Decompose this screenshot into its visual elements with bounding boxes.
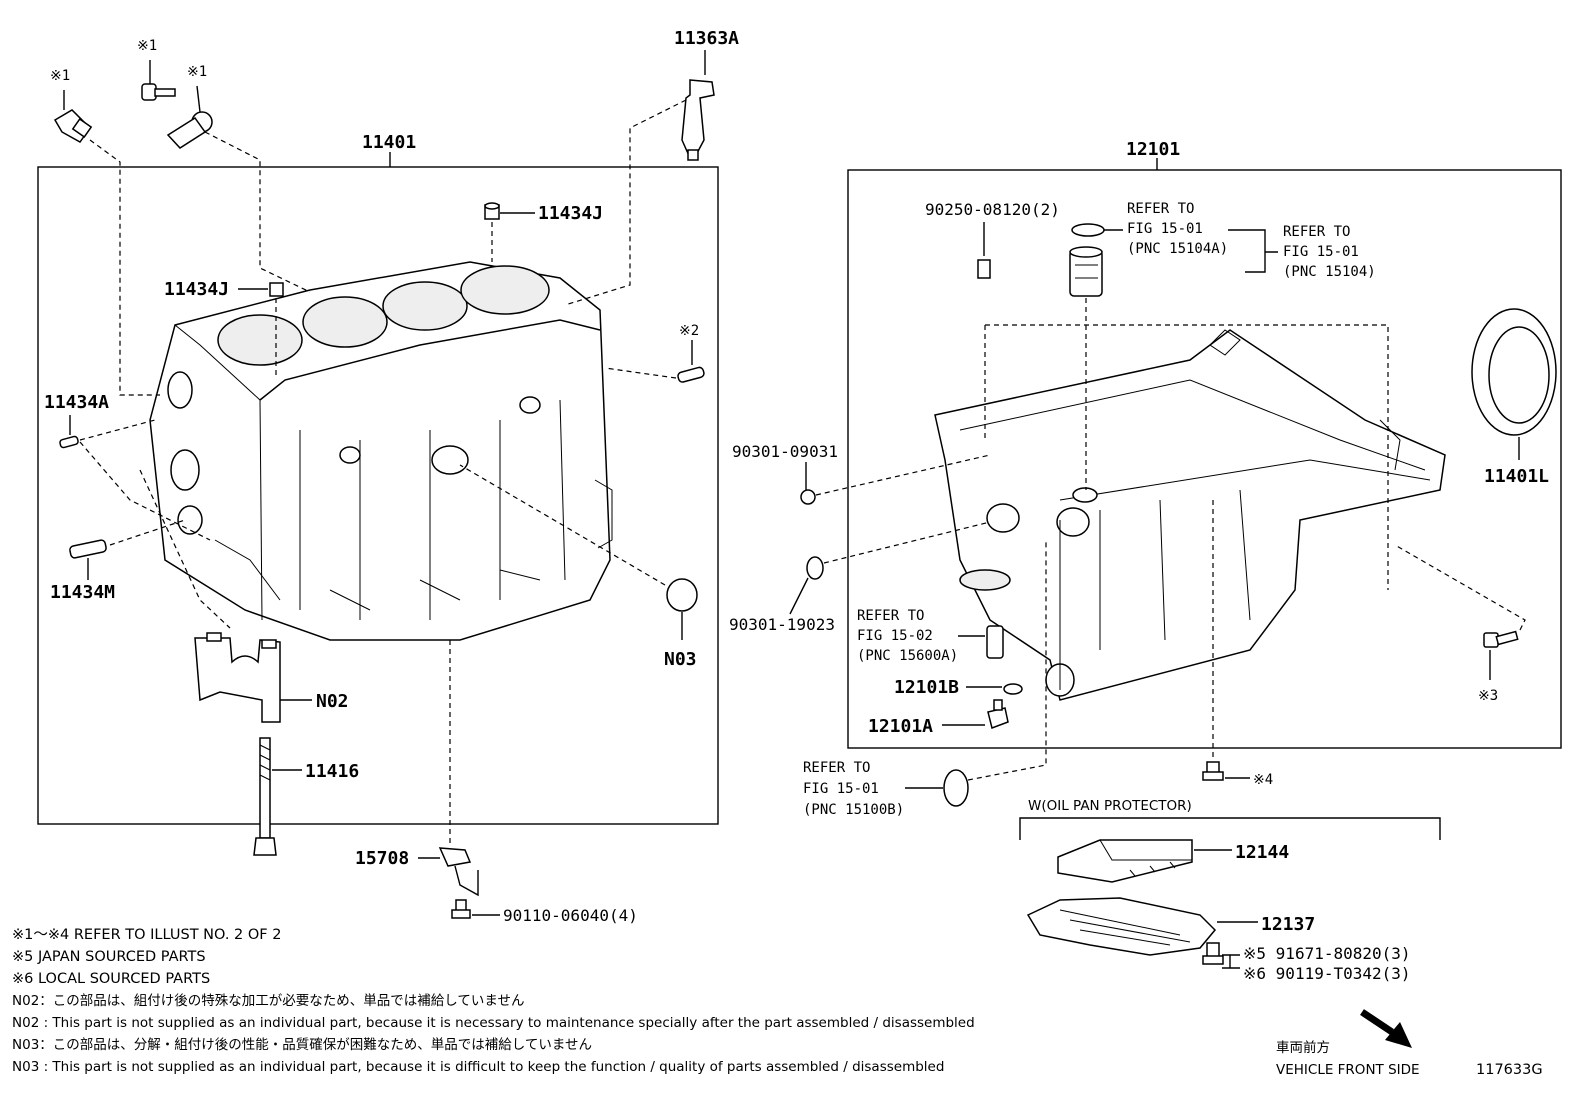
plug-n03[interactable] (666, 578, 698, 612)
note-3: ※6 LOCAL SOURCED PARTS (12, 971, 210, 987)
label-refer-d2[interactable]: FIG 15-01 (803, 781, 879, 797)
label-w-protector[interactable]: W(OIL PAN PROTECTOR) (1028, 798, 1192, 814)
label-90301-09031[interactable]: 90301-09031 (732, 442, 838, 461)
oring-90301-19023[interactable] (806, 556, 824, 580)
label-x1-c[interactable]: ※1 (187, 64, 207, 80)
block-group-frame (37, 166, 719, 825)
label-x4[interactable]: ※4 (1253, 772, 1273, 788)
note-1: ※1～※4 REFER TO ILLUST NO. 2 OF 2 (12, 927, 281, 943)
label-12101a[interactable]: 12101A (868, 716, 933, 737)
gasket-12101b[interactable] (1003, 683, 1023, 695)
label-refer-c3[interactable]: (PNC 15600A) (857, 648, 958, 664)
label-90110[interactable]: 90110-06040(4) (503, 906, 638, 925)
dowel-11434j-top[interactable] (484, 202, 500, 220)
label-refer-c2[interactable]: FIG 15-02 (857, 628, 933, 644)
cylinder-block[interactable] (149, 261, 613, 641)
label-x1-a[interactable]: ※1 (50, 68, 70, 84)
label-11401l[interactable]: 11401L (1484, 466, 1549, 487)
label-refer-a1[interactable]: REFER TO (1127, 201, 1194, 217)
note-2: ※5 JAPAN SOURCED PARTS (12, 949, 206, 965)
label-refer-b1[interactable]: REFER TO (1283, 224, 1350, 240)
plug-90301-09031[interactable] (800, 489, 816, 505)
pin-x2[interactable] (677, 366, 705, 383)
sensor-part-x1-a[interactable] (53, 90, 93, 143)
label-11434j-top[interactable]: 11434J (538, 203, 603, 224)
illustration-id: 117633G (1476, 1062, 1543, 1078)
label-12101b[interactable]: 12101B (894, 677, 959, 698)
label-x1-b[interactable]: ※1 (137, 38, 157, 54)
label-12137[interactable]: 12137 (1261, 914, 1315, 935)
oring-15100b[interactable] (943, 769, 969, 807)
vehicle-front-arrow-icon (1360, 1009, 1412, 1048)
label-n03[interactable]: N03 (664, 649, 697, 670)
label-n02[interactable]: N02 (316, 691, 349, 712)
strainer-15104[interactable] (1069, 246, 1103, 297)
label-11401[interactable]: 11401 (362, 132, 416, 153)
label-12144[interactable]: 12144 (1235, 842, 1289, 863)
label-refer-a2[interactable]: FIG 15-01 (1127, 221, 1203, 237)
label-11434m[interactable]: 11434M (50, 582, 115, 603)
bolt-part-x1-b[interactable] (141, 60, 176, 101)
label-refer-b3[interactable]: (PNC 15104) (1283, 264, 1376, 280)
label-refer-b2[interactable]: FIG 15-01 (1283, 244, 1359, 260)
bolt-90110[interactable] (451, 899, 471, 919)
label-refer-a3[interactable]: (PNC 15104A) (1127, 241, 1228, 257)
label-12101[interactable]: 12101 (1126, 139, 1180, 160)
bolt-11416[interactable] (253, 737, 277, 856)
drain-plug-12101a[interactable] (987, 699, 1009, 729)
vehicle-front-jp: 車両前方 (1276, 1039, 1330, 1056)
note-5: N02 : This part is not supplied as an in… (12, 1015, 975, 1031)
oring-15104a[interactable] (1071, 223, 1105, 237)
label-x3[interactable]: ※3 (1478, 688, 1498, 704)
label-refer-c1[interactable]: REFER TO (857, 608, 924, 624)
protector-12137[interactable] (1026, 897, 1217, 956)
dowel-90250[interactable] (977, 259, 991, 279)
bolt-91671-90119[interactable] (1202, 942, 1224, 965)
bearing-cap-n02[interactable] (194, 632, 281, 723)
bolt-x3[interactable] (1483, 630, 1519, 648)
cover-12144[interactable] (1057, 839, 1193, 883)
label-11363a[interactable]: 11363A (674, 28, 739, 49)
pin-11434a[interactable] (59, 435, 79, 449)
dowel-11434j-mid[interactable] (269, 282, 284, 297)
label-15708[interactable]: 15708 (355, 848, 409, 869)
label-91671[interactable]: ※5 91671-80820(3) (1243, 944, 1411, 963)
pin-11434m[interactable] (69, 539, 107, 559)
label-x2[interactable]: ※2 (679, 323, 699, 339)
label-11434j-mid[interactable]: 11434J (164, 279, 229, 300)
label-11416[interactable]: 11416 (305, 761, 359, 782)
vehicle-front-en: VEHICLE FRONT SIDE (1276, 1062, 1420, 1078)
label-90250[interactable]: 90250-08120(2) (925, 200, 1060, 219)
relief-valve-15600a[interactable] (986, 625, 1004, 659)
oil-seal-11401l[interactable] (1471, 308, 1557, 436)
oil-pan[interactable] (934, 329, 1446, 701)
note-6: N03：この部品は、分解・組付け後の性能・品質確保が困難なため、単品では補給して… (12, 1037, 592, 1053)
label-11434a[interactable]: 11434A (44, 392, 109, 413)
label-90301-19023[interactable]: 90301-19023 (729, 615, 835, 634)
label-refer-d3[interactable]: (PNC 15100B) (803, 802, 904, 818)
bracket-11363a[interactable] (681, 79, 715, 161)
note-7: N03 : This part is not supplied as an in… (12, 1059, 944, 1075)
pipe-15708[interactable] (438, 847, 479, 897)
oilpan-group-frame (847, 169, 1562, 749)
label-refer-d1[interactable]: REFER TO (803, 760, 870, 776)
label-90119[interactable]: ※6 90119-T0342(3) (1243, 964, 1411, 983)
note-4: N02：この部品は、組付け後の特殊な加工が必要なため、単品では補給していません (12, 993, 524, 1009)
bolt-x4[interactable] (1202, 761, 1224, 781)
